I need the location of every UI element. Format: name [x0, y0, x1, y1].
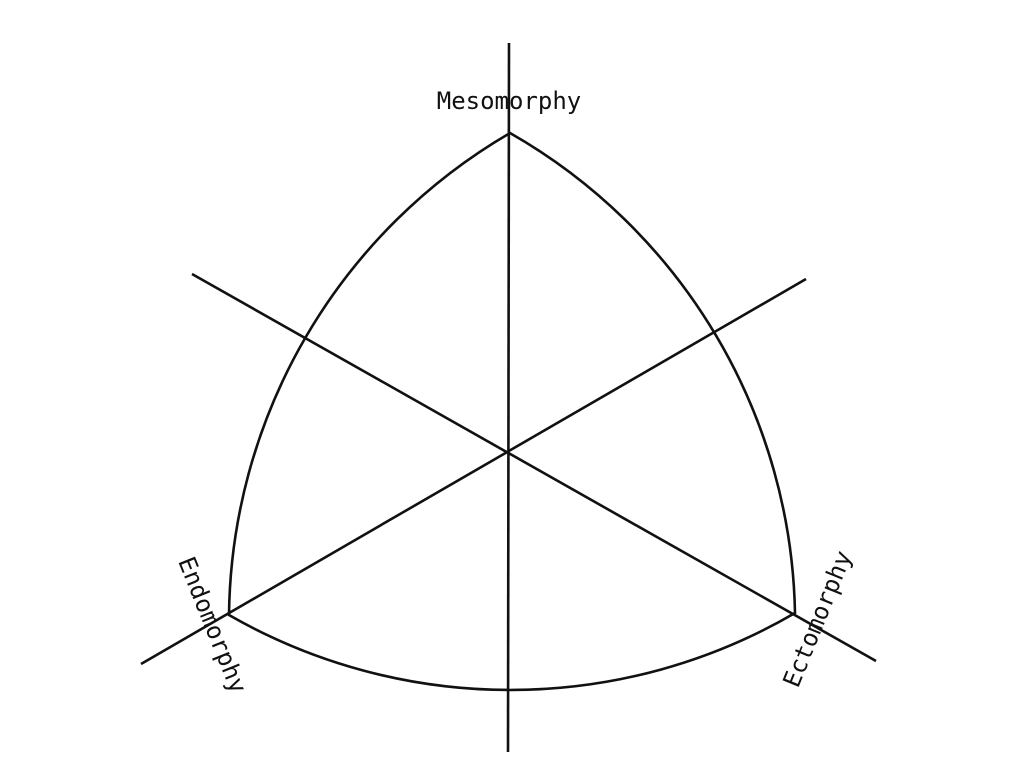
ectomorphy-label: Ectomorphy — [778, 547, 858, 691]
mesomorphy-label: Mesomorphy — [437, 87, 582, 115]
endomorphy-label: Endomorphy — [172, 553, 252, 697]
diagonal-axis-line-down — [191, 272, 877, 663]
diagonal-axis-line-up — [140, 277, 807, 666]
vertical-axis-line — [506, 42, 511, 753]
somatochart-outline — [227, 131, 797, 692]
